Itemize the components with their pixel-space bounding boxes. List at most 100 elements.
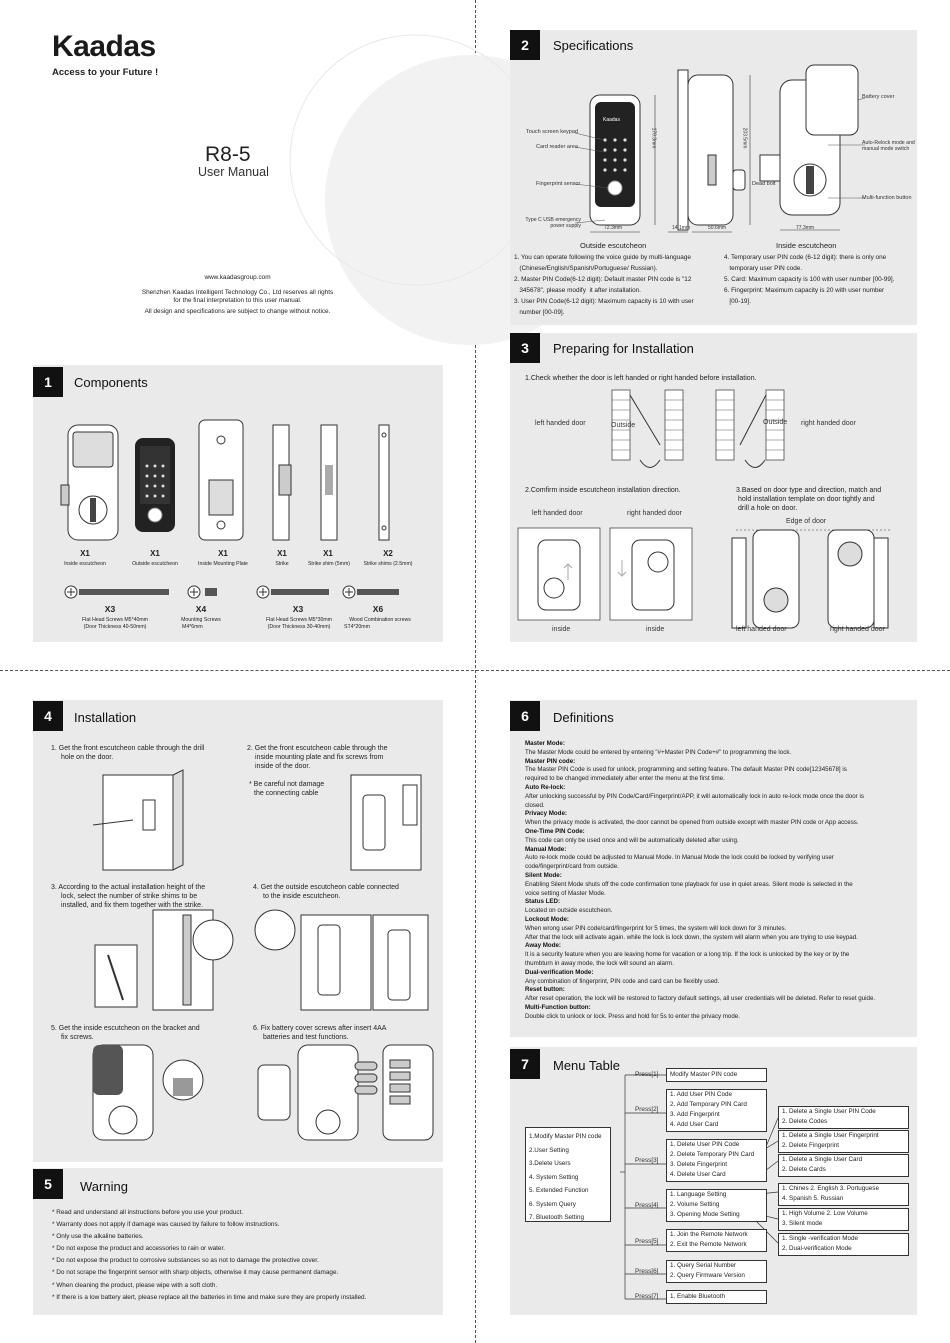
step-text: hole on the door. (61, 754, 114, 761)
definitions-panel (510, 700, 917, 1037)
press-3-label: Press[3] (635, 1157, 659, 1164)
step-text: 4. Get the outside escutcheon cable conn… (253, 884, 399, 891)
label-mounting-plate: Inside Mounting Plate (198, 561, 248, 567)
submenu-item: 1. Add User PIN Code (670, 1091, 732, 1098)
warning-item: * Do not expose the product and accessor… (52, 1245, 225, 1253)
warning-item: * Warranty does not apply if damage was … (52, 1221, 280, 1229)
label-mounting-screw: Mounting Screws (181, 617, 221, 623)
section-number-2: 2 (510, 30, 540, 60)
label-left-handed-2: left handed door (532, 510, 583, 517)
dim-depth-1: 14.1mm (672, 225, 691, 231)
tertiary-item: 1. Delete a Single User PIN Code (782, 1108, 876, 1115)
copyright-line-2: for the final interpretation to this use… (173, 297, 302, 304)
spec-note: (Chinese/English/Spanish/Portuguese/ Rus… (514, 265, 658, 273)
screws-drawings (64, 585, 399, 599)
qty-strike-shims: X2 (383, 549, 393, 558)
submenu-3: 1. Delete User PIN Code 2. Delete Tempor… (666, 1139, 767, 1182)
menu-main-list: 1.Modify Master PIN code 2.User Setting … (525, 1127, 611, 1222)
step-text: inside of the door. (255, 763, 311, 770)
label-right-handed-3: right handed door (830, 626, 885, 633)
qty-outside-escutcheon: X1 (150, 549, 160, 558)
definition-text: It is a security feature when you are le… (525, 951, 850, 959)
step-text: lock, select the number of strike shims … (61, 893, 198, 900)
step-text: 3. According to the actual installation … (51, 884, 206, 891)
manual-subtitle: User Manual (198, 165, 269, 179)
dim-height-inside: 203.5mm (741, 127, 748, 149)
submenu-item: Modify Master PIN code (670, 1071, 738, 1078)
label-outside-2: Outside (763, 419, 788, 426)
qty-screw-m5-40: X3 (104, 604, 116, 614)
warning-item: * Only use the alkaline batteries. (52, 1233, 144, 1241)
menu-main-item: 7. Bluetooth Setting (529, 1214, 584, 1221)
spec-drawings (574, 64, 866, 233)
press-2-label: Press[2] (635, 1106, 659, 1113)
section-number-5: 5 (33, 1169, 63, 1199)
submenu-6: 1. Query Serial Number 2. Query Firmware… (666, 1260, 767, 1283)
submenu-item: 2. Add Temporary PIN Card (670, 1101, 747, 1108)
submenu-item: 4. Add User Card (670, 1121, 719, 1128)
menu-main-item: 6. System Query (529, 1200, 576, 1208)
step-text: inside mounting plate and fix screws fro… (255, 754, 384, 761)
dim-width-outside: 72.3mm (604, 225, 623, 231)
submenu-item: 3. Opening Mode Setting (670, 1211, 740, 1218)
step-text: batteries and test functions. (263, 1034, 349, 1041)
qty-inside-escutcheon: X1 (80, 549, 90, 558)
label-inside-1: inside (552, 626, 571, 633)
definition-text: The Master PIN Code is used for unlock, … (525, 766, 847, 774)
spec-note: 2. Master PIN Code(6-12 digit): Default … (514, 276, 692, 284)
note-screw-m5-40: (Door Thickness 40-50mm) (83, 624, 147, 630)
tertiary-opening-mode: 1. Single -verification Mode 2. Dual-ver… (778, 1233, 909, 1256)
label-auto-relock: Auto-Relock mode and manual mode switch (862, 140, 915, 152)
label-wood-screw: Wood Combination screws (349, 617, 411, 623)
step-text: 1. Get the front escutcheon cable throug… (51, 745, 205, 752)
tertiary-item: 2. Delete Codes (782, 1118, 828, 1125)
tertiary-item: 1. Single -verification Mode (782, 1235, 858, 1242)
tertiary-delete-card: 1. Delete a Single User Card 2. Delete C… (778, 1154, 909, 1177)
definition-text: Auto re-lock mode could be adjusted to M… (525, 854, 834, 862)
label-screw-m5-30: Flat Head Screws M5*30mm (265, 617, 333, 623)
submenu-item: 1. Query Serial Number (670, 1262, 737, 1269)
tertiary-item: 4. Spanish 5. Russian (782, 1195, 844, 1202)
warning-item: * Do not expose the product to corrosive… (52, 1257, 319, 1265)
tertiary-item: 3. Silent mode (782, 1220, 823, 1227)
definition-term: Privacy Mode: (525, 810, 567, 818)
submenu-item: 1. Language Setting (670, 1191, 727, 1198)
keypad-brand: Kaadas (603, 117, 620, 123)
definitions-list: Master Mode:The Master Mode could be ent… (525, 740, 910, 1022)
submenu-item: 2. Exit the Remote Network (670, 1241, 747, 1248)
section-number-6: 6 (510, 701, 540, 731)
tertiary-item: 2. Dual-verification Mode (782, 1245, 852, 1252)
submenu-item: 2. Volume Setting (670, 1201, 720, 1208)
tertiary-volume: 1. High Volume 2. Low Volume 3. Silent m… (778, 1208, 909, 1231)
definition-term: Silent Mode: (525, 871, 562, 879)
label-strike: Strike (275, 561, 289, 567)
tertiary-item: 2. Delete Fingerprint (782, 1142, 840, 1149)
submenu-item: 4. Delete User Card (670, 1171, 726, 1178)
label-touch-keypad: Touch screen keypad (526, 129, 578, 135)
submenu-1: Modify Master PIN code (666, 1068, 767, 1082)
definition-text: The Master Mode could be entered by ente… (525, 748, 792, 756)
definition-text: thumbturn in away mode, the lock will so… (525, 959, 674, 967)
definitions-title: Definitions (553, 710, 614, 725)
press-6-label: Press[6] (635, 1268, 659, 1275)
spec-note: temporary user PIN code. (724, 265, 803, 273)
press-4-label: Press[4] (635, 1202, 659, 1209)
step-text: 5. Get the inside escutcheon on the brac… (51, 1025, 200, 1032)
spec-note: 345678", please modify it after installa… (514, 287, 641, 295)
submenu-2: 1. Add User PIN Code 2. Add Temporary PI… (666, 1089, 767, 1132)
section-number-4: 4 (33, 701, 63, 731)
door-handing-drawings (611, 389, 785, 468)
definition-term: Lockout Mode: (525, 915, 569, 923)
definition-text: This code can only be used once and will… (525, 836, 739, 844)
definition-text: code/fingerprint/card from outside. (525, 863, 619, 871)
press-5-label: Press[5] (635, 1238, 659, 1245)
label-left-handed-1: left handed door (535, 420, 586, 427)
warning-item: * If there is a low battery alert, pleas… (52, 1293, 367, 1301)
definition-term: Away Mode: (525, 942, 561, 950)
tertiary-item: 2. Delete Cards (782, 1166, 826, 1173)
warning-list: * Read and understand all instructions b… (52, 1209, 366, 1302)
label-left-handed-3: left handed door (736, 626, 787, 633)
label-screw-m5-40: Flat Head Screws M5*40mm (81, 617, 149, 623)
components-title: Components (74, 375, 148, 390)
prep-step-2: 2.Comfirm inside escutcheon installation… (525, 487, 681, 494)
